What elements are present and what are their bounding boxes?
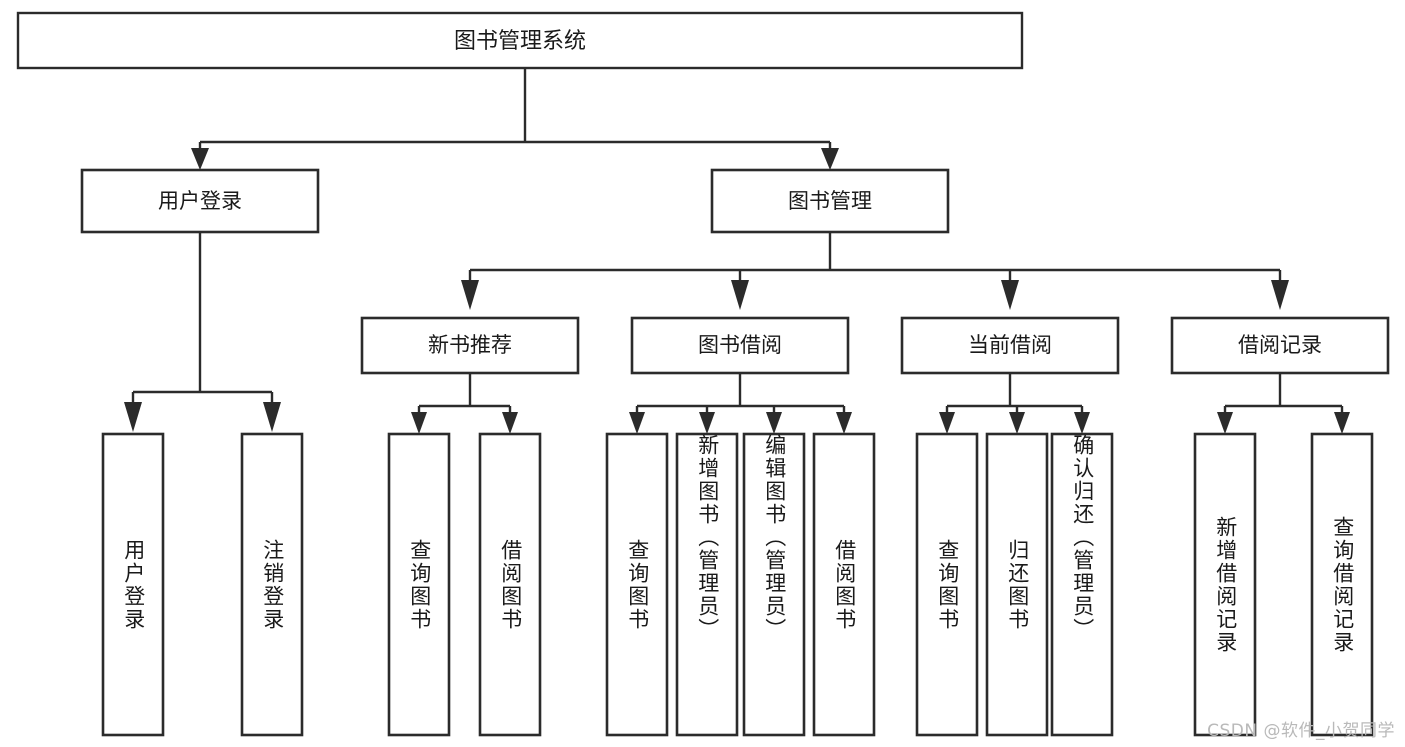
arrowhead-nb-borrow xyxy=(502,412,518,434)
node-user-login-label: 用户登录 xyxy=(158,189,242,213)
node-new-book-recommend-label: 新书推荐 xyxy=(428,333,512,357)
node-book-borrow-label: 图书借阅 xyxy=(698,333,782,357)
arrowhead-b-add xyxy=(699,412,715,434)
node-book-borrow[interactable] xyxy=(630,316,850,375)
node-group: 图书管理系统 用户登录 图书管理 新书推荐 图书借阅 当前借阅 借阅记录 xyxy=(16,11,1390,737)
node-leaf-b-edit[interactable] xyxy=(742,432,806,737)
arrowhead-b-query xyxy=(629,412,645,434)
node-new-book-recommend[interactable] xyxy=(360,316,580,375)
node-leaf-c-confirm[interactable] xyxy=(1050,432,1114,737)
arrowhead-leaf-logout xyxy=(263,402,281,432)
arrowhead-b-edit xyxy=(766,412,782,434)
node-leaf-logout[interactable] xyxy=(240,432,304,737)
edge-group xyxy=(124,68,1350,434)
node-current-borrow-label: 当前借阅 xyxy=(968,333,1052,357)
node-borrow-record-label: 借阅记录 xyxy=(1238,333,1322,357)
arrowhead-c-confirm xyxy=(1074,412,1090,434)
node-leaf-b-add[interactable] xyxy=(675,432,739,737)
arrowhead-leaf-user-login xyxy=(124,402,142,432)
arrowhead-record xyxy=(1271,280,1289,310)
node-leaf-b-query[interactable] xyxy=(605,432,669,737)
arrowhead-current xyxy=(1001,280,1019,310)
arrowhead-book-manage xyxy=(821,148,839,170)
arrowhead-c-return xyxy=(1009,412,1025,434)
node-current-borrow[interactable] xyxy=(900,316,1120,375)
node-leaf-c-return[interactable] xyxy=(985,432,1049,737)
arrowhead-nb-query xyxy=(411,412,427,434)
arrowhead-r-query xyxy=(1334,412,1350,434)
node-leaf-user-login[interactable] xyxy=(101,432,165,737)
arrowhead-user-login xyxy=(191,148,209,170)
node-leaf-c-query[interactable] xyxy=(915,432,979,737)
node-leaf-nb-query[interactable] xyxy=(387,432,451,737)
arrowhead-newbook xyxy=(461,280,479,310)
node-leaf-r-add[interactable] xyxy=(1193,432,1257,737)
node-book-manage-label: 图书管理 xyxy=(788,189,872,213)
node-root[interactable] xyxy=(16,11,1024,70)
node-book-manage[interactable] xyxy=(710,168,950,234)
arrowhead-c-query xyxy=(939,412,955,434)
arrowhead-borrow xyxy=(731,280,749,310)
node-user-login[interactable] xyxy=(80,168,320,234)
csdn-watermark: CSDN @软件_小贺同学 xyxy=(1207,721,1395,741)
node-leaf-nb-borrow[interactable] xyxy=(478,432,542,737)
node-leaf-b-lend[interactable] xyxy=(812,432,876,737)
arrowhead-b-lend xyxy=(836,412,852,434)
node-leaf-r-query[interactable] xyxy=(1310,432,1374,737)
arrowhead-r-add xyxy=(1217,412,1233,434)
node-borrow-record[interactable] xyxy=(1170,316,1390,375)
node-root-label: 图书管理系统 xyxy=(454,29,586,54)
